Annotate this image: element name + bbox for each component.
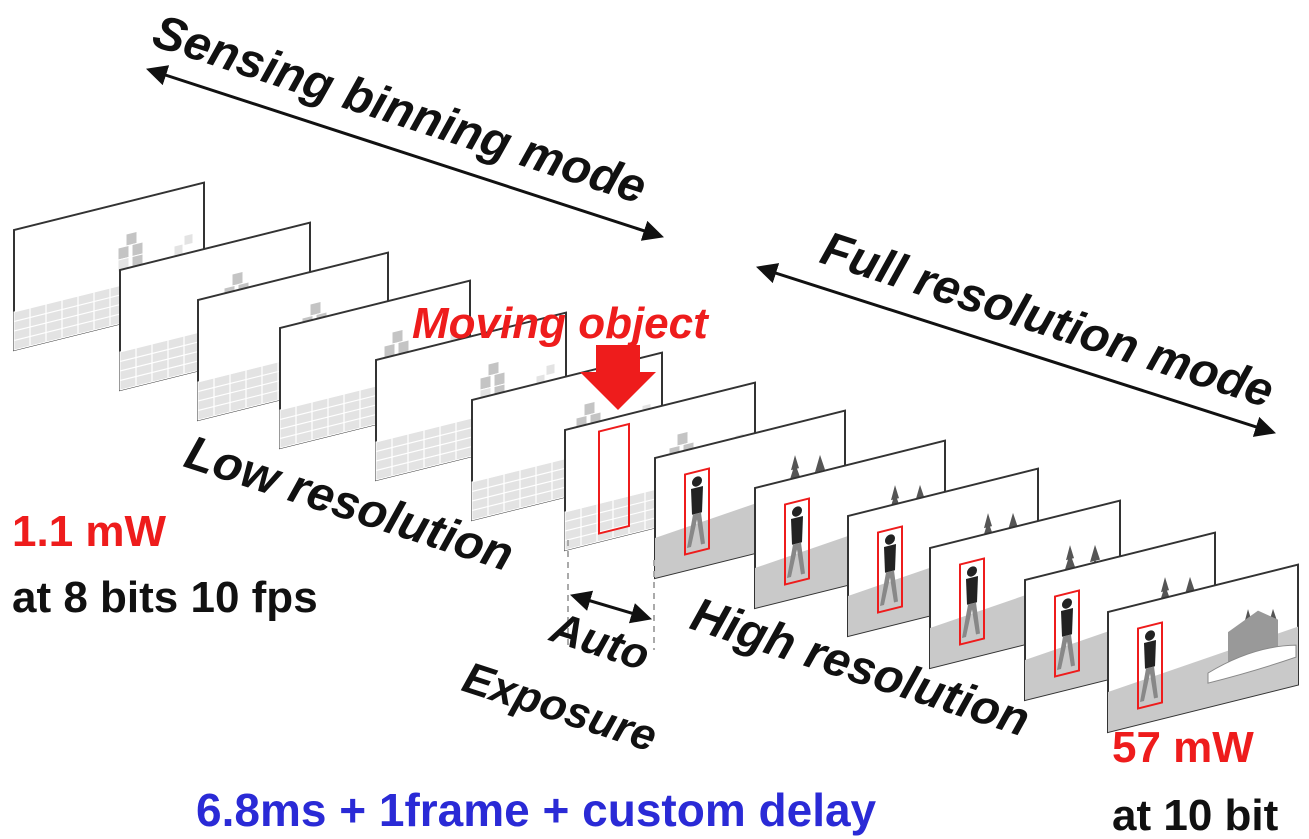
- high-power-value: 57 mW: [1112, 723, 1254, 772]
- high-resolution-frame-stack: [653, 409, 1300, 734]
- down-arrow-icon: [580, 345, 656, 410]
- sensing-binning-mode-label: Sensing binning mode: [147, 5, 653, 214]
- low-power-condition: at 8 bits 10 fps: [12, 573, 318, 622]
- high-resolution-frame: [1106, 563, 1300, 734]
- auto-exposure-arrow: [569, 590, 653, 624]
- sensing-mode-arrow: [146, 65, 664, 241]
- detection-frame: [563, 381, 757, 552]
- high-power-condition: at 10 bit: [1112, 791, 1279, 839]
- moving-object-label: Moving object: [412, 299, 710, 348]
- low-power-value: 1.1 mW: [12, 507, 167, 556]
- full-resolution-mode-label: Full resolution mode: [815, 222, 1280, 418]
- full-resolution-mode-arrow: [756, 263, 1276, 437]
- delay-label: 6.8ms + 1frame + custom delay: [196, 784, 877, 836]
